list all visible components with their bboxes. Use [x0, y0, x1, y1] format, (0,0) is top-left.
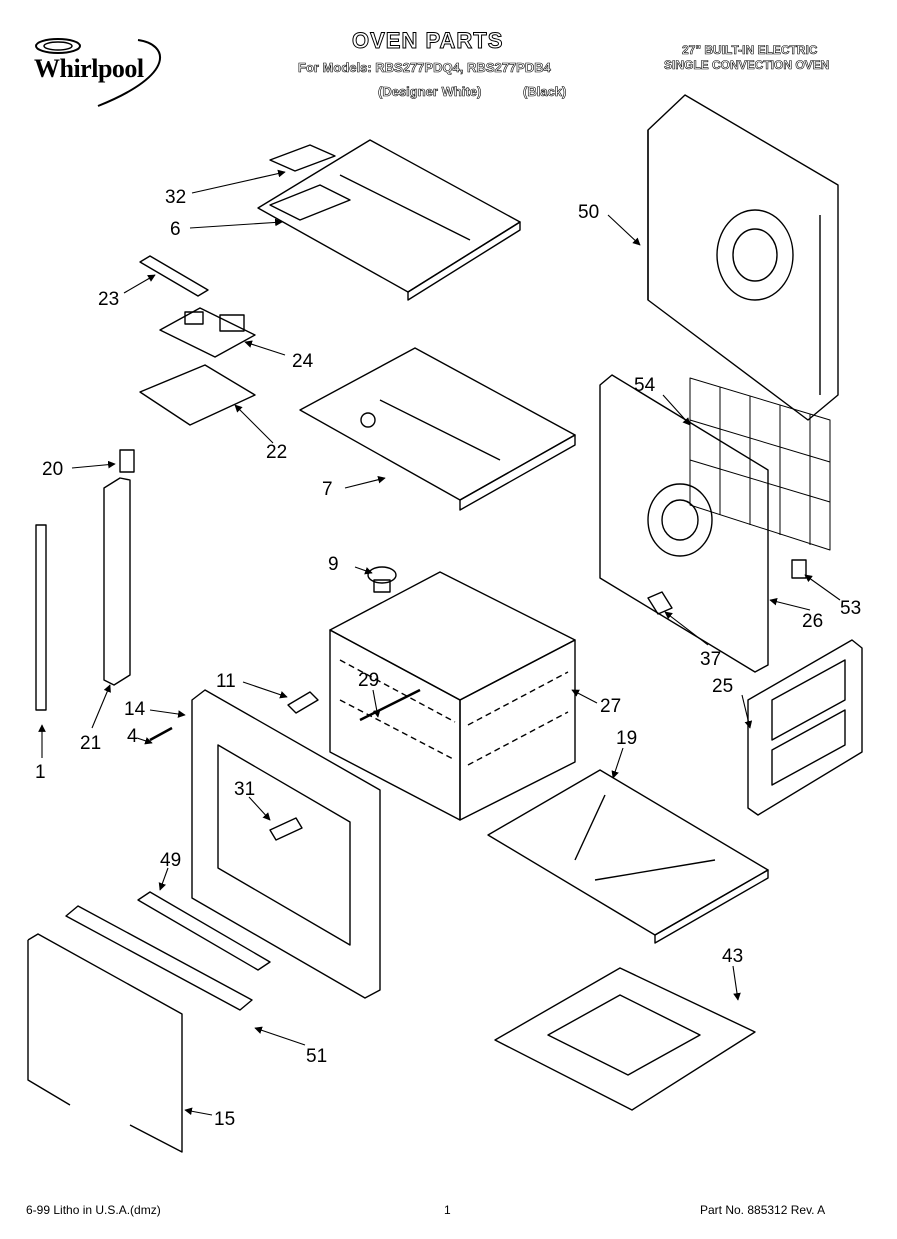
callout-24: 24 [292, 351, 314, 372]
part-1-side-rail [35, 524, 47, 711]
callout-9: 9 [328, 554, 339, 575]
callout-26: 26 [802, 611, 823, 632]
callout-50: 50 [578, 202, 599, 223]
callout-23: 23 [98, 289, 119, 310]
callout-29: 29 [358, 670, 379, 691]
product-description-line-1: 27" BUILT-IN ELECTRIC [682, 43, 818, 58]
part-23-bracket [139, 255, 209, 297]
callout-4: 4 [127, 726, 138, 747]
part-29-sensor [359, 688, 421, 722]
part-19-bottom-panel [487, 769, 769, 944]
callout-54: 54 [634, 375, 656, 396]
part-26-convection-shield [599, 374, 769, 673]
part-21-side-trim [103, 477, 131, 686]
footer-print-info: 6-99 Litho in U.S.A.(dmz) [26, 1203, 161, 1217]
models-line: For Models: RBS277PDQ4, RBS277PDB4 [298, 60, 551, 76]
part-32-plate [269, 144, 336, 172]
part-31-lamp [269, 817, 303, 841]
callout-49: 49 [160, 850, 181, 871]
callout-15: 15 [214, 1109, 235, 1130]
part-49-vent-trim [137, 891, 271, 971]
page-number: 1 [444, 1203, 451, 1217]
part-53-clip [791, 559, 807, 579]
callout-51: 51 [306, 1046, 327, 1067]
part-4-screw [149, 726, 173, 742]
part-37-fan-blade [647, 591, 673, 615]
part-24-switch-assembly [159, 307, 256, 358]
variant-black: (Black) [523, 84, 567, 100]
part-14-front-frame [191, 689, 381, 999]
part-7-oven-bottom-tray [299, 347, 576, 511]
product-description-line-2: SINGLE CONVECTION OVEN [664, 58, 830, 73]
part-20-cap [119, 449, 135, 473]
callout-1: 1 [35, 762, 46, 783]
part-50-rear-panel [647, 94, 839, 421]
callout-43: 43 [722, 946, 743, 967]
part-15-door-gasket [27, 933, 183, 1153]
part-number: Part No. 885312 Rev. A [700, 1203, 826, 1217]
leader-lines [38, 169, 841, 1116]
callout-20: 20 [42, 459, 63, 480]
part-43-bottom-tray [494, 967, 756, 1111]
callout-31: 31 [234, 779, 255, 800]
callout-22: 22 [266, 442, 287, 463]
part-27-oven-cavity [329, 571, 576, 821]
part-51-vent-grille [65, 905, 253, 1011]
part-25-side-panel [747, 639, 863, 816]
callout-labels: 32 6 50 23 24 22 54 20 7 9 53 26 37 11 2… [35, 187, 861, 1130]
callout-32: 32 [165, 187, 186, 208]
brand-wordmark: Whirlpool [34, 54, 144, 83]
callout-25: 25 [712, 676, 733, 697]
callout-27: 27 [600, 696, 621, 717]
variant-designer-white: (Designer White) [378, 84, 482, 100]
callout-14: 14 [124, 699, 146, 720]
whirlpool-logo [35, 38, 161, 107]
part-22-cover-plate [139, 364, 256, 426]
callout-6: 6 [170, 219, 181, 240]
callout-53: 53 [840, 598, 861, 619]
part-6-top-panel [257, 139, 521, 301]
part-54-insulation [689, 377, 831, 551]
callout-7: 7 [322, 479, 333, 500]
callout-21: 21 [80, 733, 101, 754]
page-title: OVEN PARTS [351, 28, 504, 54]
callout-37: 37 [700, 649, 721, 670]
part-9-thermostat [367, 566, 397, 593]
callout-19: 19 [616, 728, 637, 749]
callout-11: 11 [216, 671, 236, 692]
part-11-light-socket [287, 691, 319, 714]
